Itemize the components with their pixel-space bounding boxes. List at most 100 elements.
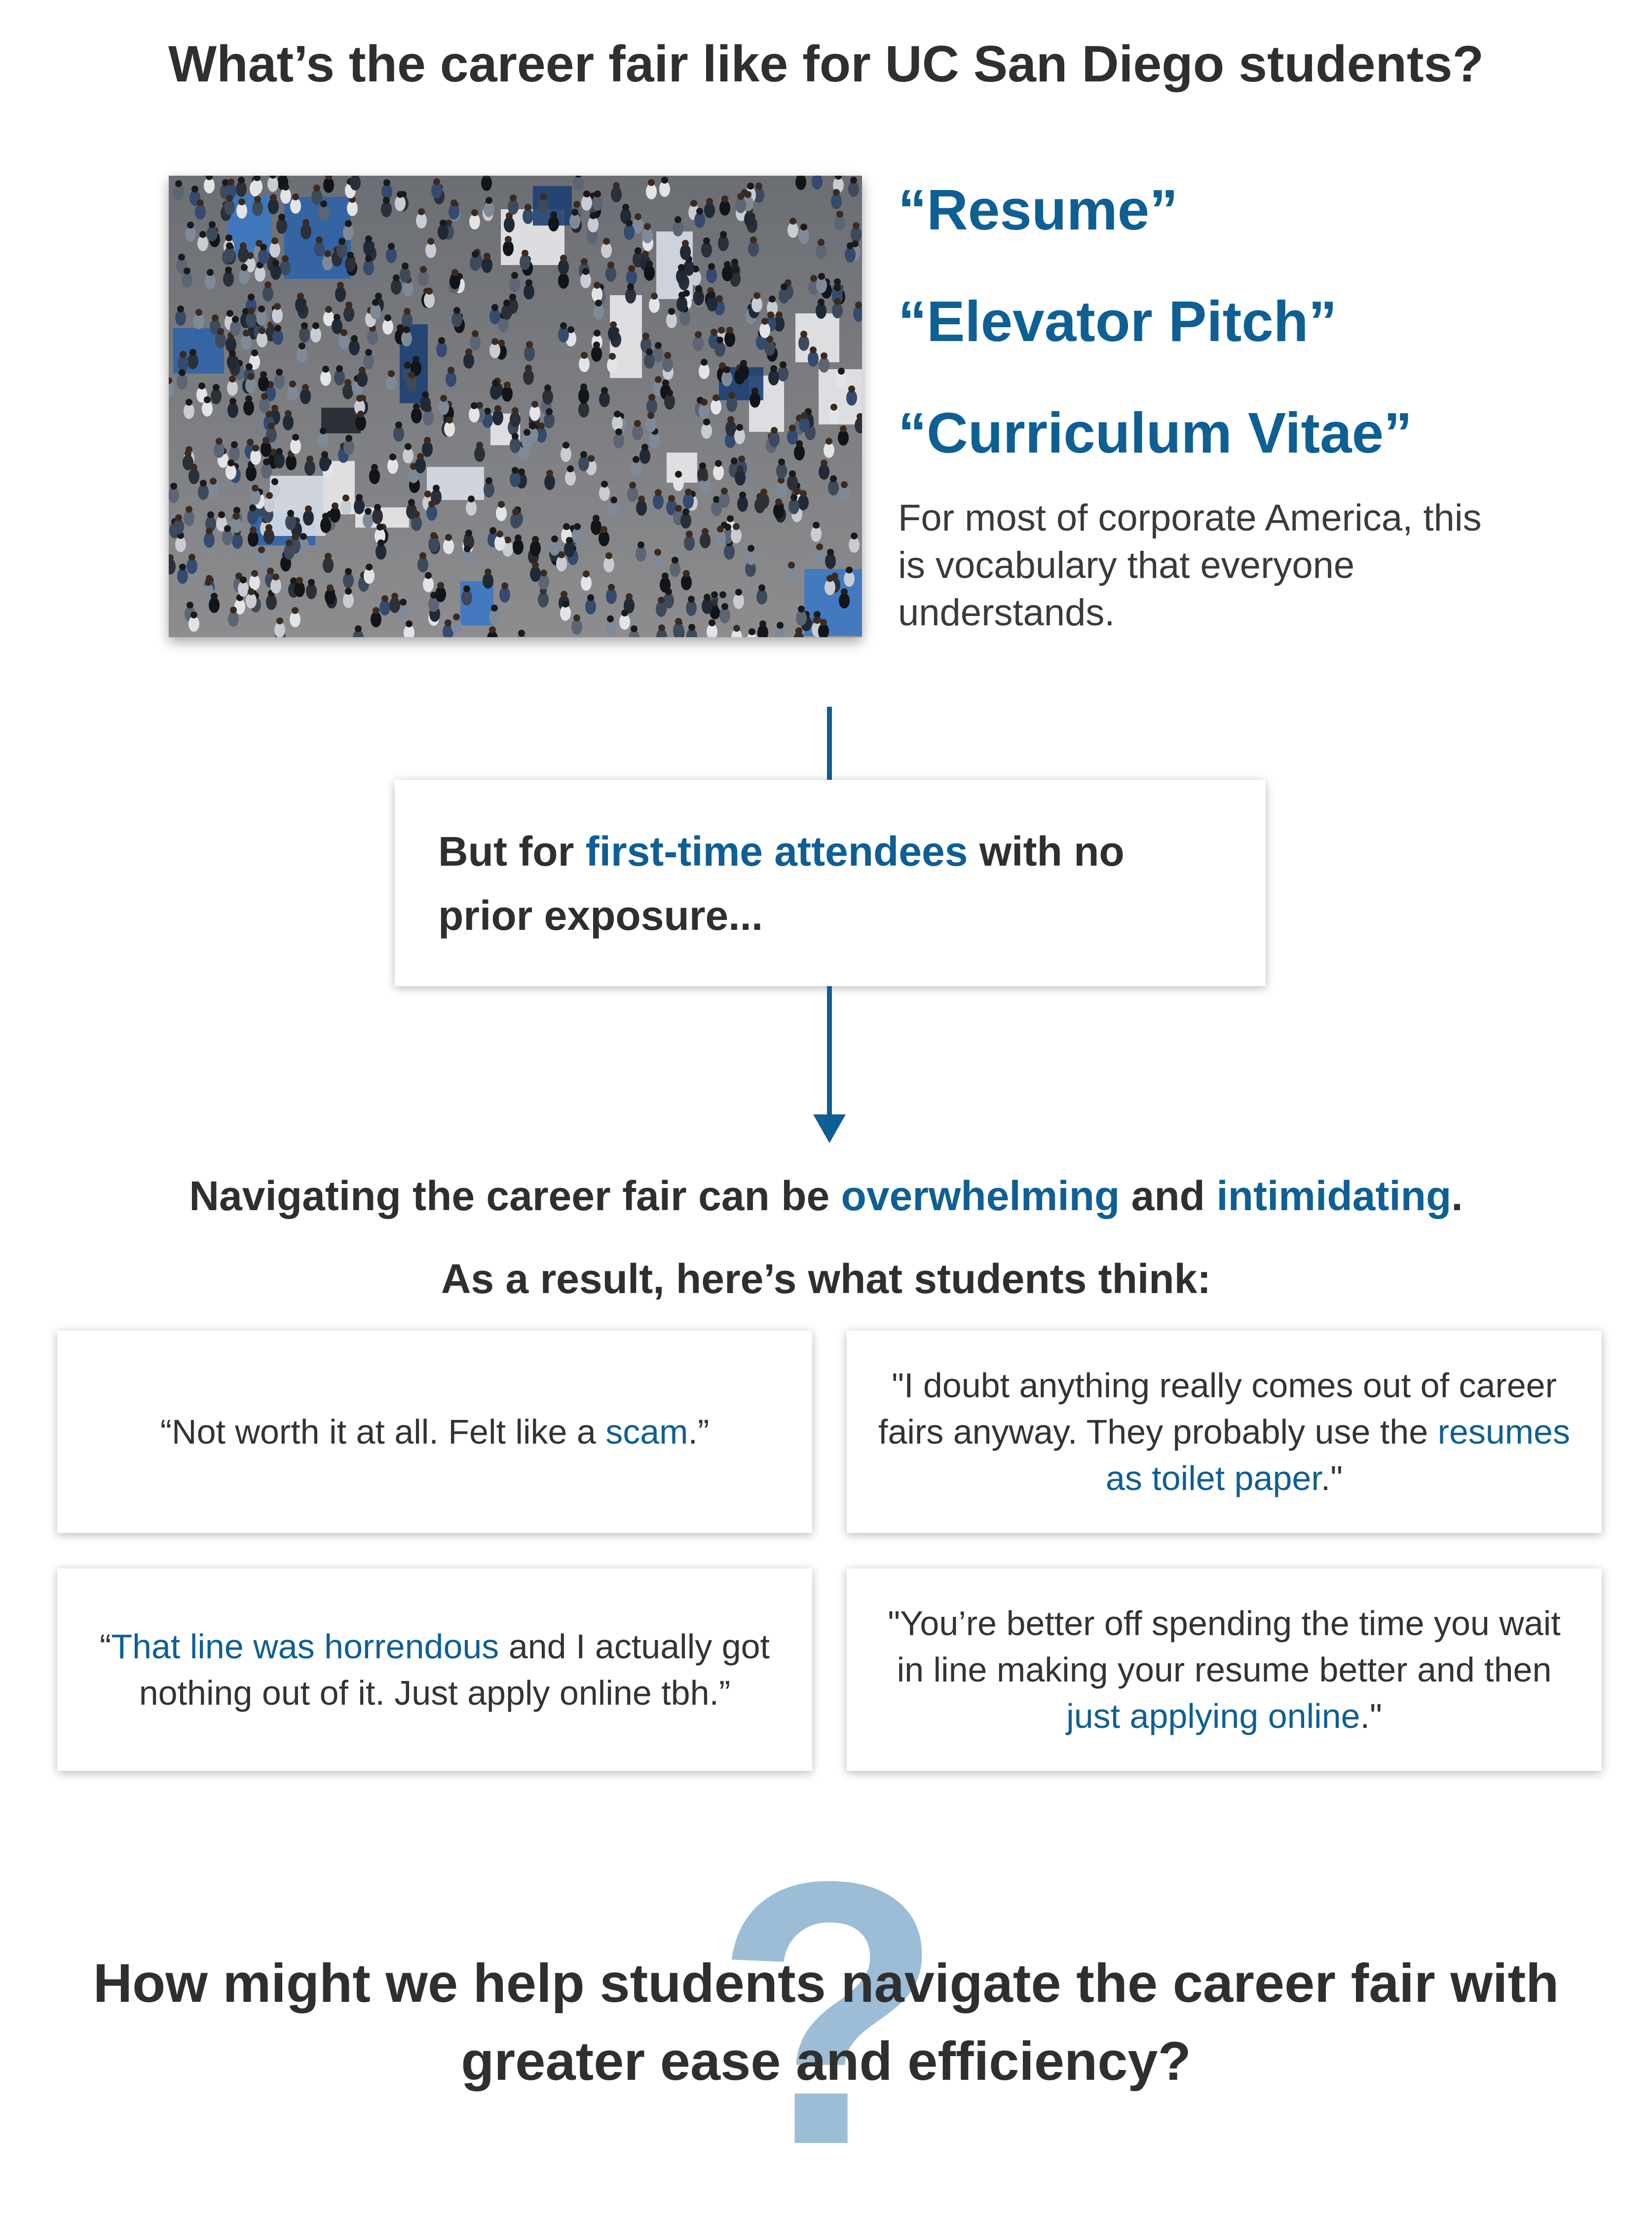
person-head [188,554,195,561]
person-head [248,307,255,314]
person-body [510,471,521,487]
person-head [485,569,491,575]
person-body [573,176,584,191]
person-body [725,432,736,448]
person-head [366,564,373,571]
person-head [713,496,720,503]
person-head [271,405,278,412]
person-head [426,288,433,295]
person-head [708,263,715,270]
person-head [712,599,718,606]
person-body [758,493,769,509]
person-head [644,223,651,230]
person-head [299,343,305,349]
person-head [695,331,702,338]
person-head [626,593,633,600]
person-head [607,615,614,622]
person-body [318,205,329,221]
person-body [825,579,835,595]
person-head [197,199,204,206]
person-body [799,417,810,432]
person-body [585,599,596,614]
person-head [627,283,634,290]
person-head [701,474,708,481]
person-head [613,182,620,189]
person-head [574,523,581,530]
person-head [445,619,451,626]
person-body [558,273,569,289]
person-body [489,609,500,625]
person-head [296,577,303,584]
person-head [285,410,292,417]
person-head [601,526,607,533]
person-body [693,290,704,306]
person-head [238,198,245,205]
person-body [173,185,184,200]
navigation-suffix: . [1451,1173,1463,1219]
person-body [280,260,291,275]
person-head [646,261,653,268]
quote-highlight: That line was horrendous [111,1627,499,1666]
person-head [593,342,600,348]
person-body [350,176,361,191]
person-body [386,375,397,390]
person-body [548,216,559,231]
person-head [241,264,248,271]
person-body [561,446,571,462]
person-head [558,551,565,558]
quote-text: "You’re better off spending the time you… [871,1600,1577,1739]
person-body [686,628,697,637]
person-body [252,200,263,216]
person-head [400,599,407,606]
person-head [590,212,597,219]
person-head [342,495,349,501]
person-head [427,238,434,245]
quote-card: "You’re better off spending the time you… [847,1568,1602,1771]
person-head [567,326,574,333]
person-head [841,588,848,595]
person-head [810,346,817,353]
person-head [325,306,332,313]
person-body [484,201,494,217]
person-body [592,286,602,302]
person-head [356,395,363,402]
person-head [666,389,673,396]
person-body [524,345,535,361]
person-head [818,299,825,306]
quote-before: "I doubt anything really comes out of ca… [878,1366,1557,1451]
person-body [607,357,618,373]
person-head [428,500,435,507]
person-body [184,510,194,526]
person-head [501,582,508,589]
person-body [238,247,249,263]
person-head [737,465,744,472]
person-head [635,247,641,254]
person-body [294,581,305,597]
person-body [599,391,610,407]
person-body [816,303,826,319]
person-body [223,271,234,287]
person-head [853,222,860,229]
person-head [272,260,279,267]
person-head [325,176,332,180]
person-body [839,486,850,501]
person-head [840,425,847,432]
quote-card: "I doubt anything really comes out of ca… [847,1331,1602,1533]
person-body [224,247,235,263]
page-title: What’s the career fair like for UC San D… [168,36,1484,93]
person-head [846,567,853,573]
person-body [230,320,241,336]
person-body [280,556,291,572]
person-head [826,438,832,445]
person-body [818,623,829,637]
person-head [270,194,277,201]
person-body [169,382,174,397]
person-head [573,614,580,621]
person-head [187,602,193,609]
person-body [724,544,735,560]
person-head [622,204,629,211]
person-body [323,310,334,326]
person-head [365,255,372,262]
person-body [776,463,787,479]
person-head [723,366,730,373]
